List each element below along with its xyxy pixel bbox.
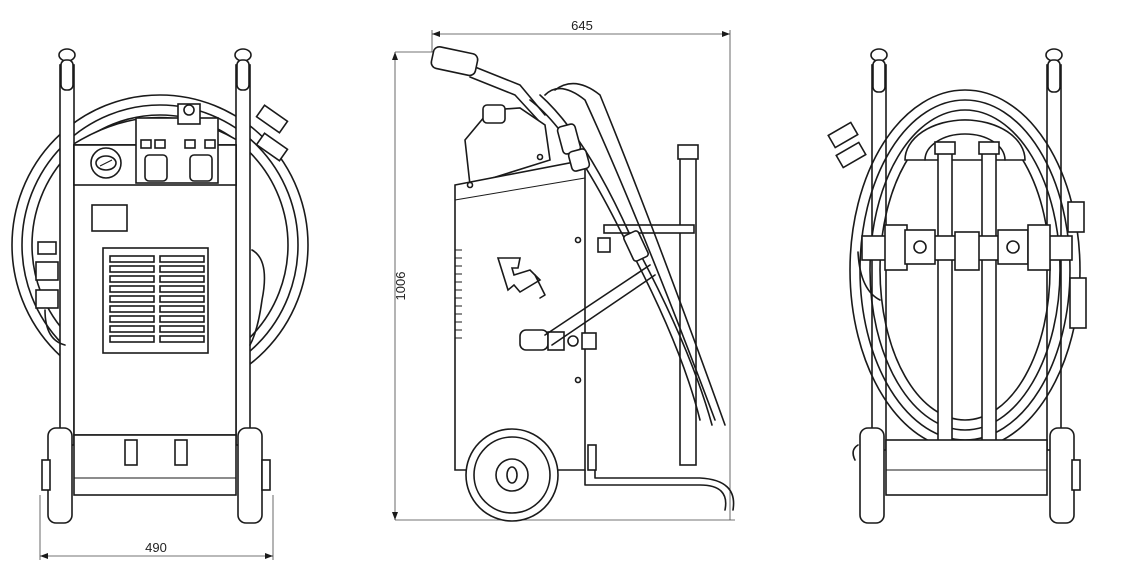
width-dimension-label: 490 <box>145 540 167 555</box>
side-vent-ridges <box>455 249 462 339</box>
front-view: 490 <box>11 48 309 560</box>
side-view: 1006 645 <box>392 18 735 522</box>
brand-logo-mark <box>496 257 546 299</box>
height-dimension-label: 1006 <box>393 272 408 301</box>
rear-view <box>827 48 1087 524</box>
depth-dimension-label: 645 <box>571 18 593 33</box>
vent-grille <box>109 255 205 343</box>
